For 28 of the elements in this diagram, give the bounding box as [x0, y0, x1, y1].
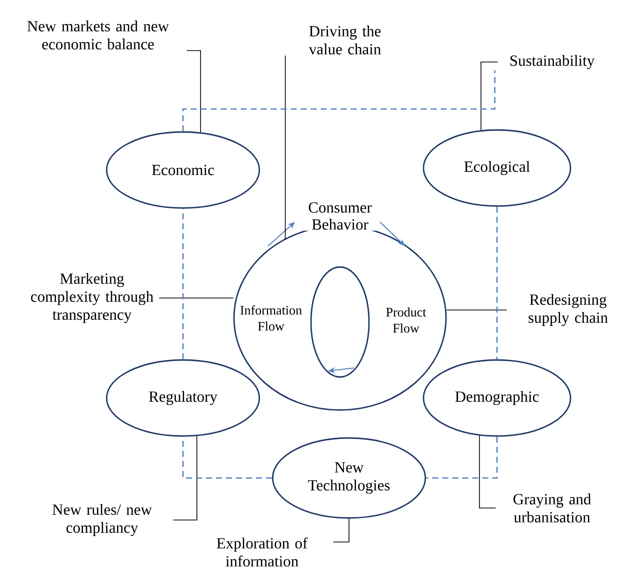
inner-ellipse: [310, 266, 370, 378]
leader-line: [284, 55, 286, 240]
ellipse-node: Economic: [106, 131, 260, 209]
flow-label: Information Flow: [237, 304, 305, 332]
annotation-text: Exploration of information: [216, 537, 308, 567]
annotation-text: Graying and urbanisation: [513, 494, 591, 522]
ellipse-node: New Technologies: [272, 437, 426, 519]
dashed-connector: [182, 436, 272, 479]
leader-line: [480, 62, 498, 131]
dashed-connector: [426, 436, 498, 479]
annotation-text: Driving the value chain: [308, 26, 381, 54]
leader-line: [479, 435, 496, 508]
ellipse-node: Regulatory: [106, 359, 260, 437]
annotation-text: Sustainability: [510, 54, 595, 70]
annotation-text: Redesigning supply chain: [528, 294, 608, 326]
leader-line: [332, 518, 350, 542]
flow-label: Product Flow: [375, 306, 437, 334]
flow-label: Consumer Behavior: [291, 201, 389, 231]
ellipse-node: Demographic: [422, 359, 572, 437]
ellipse-node: Ecological: [422, 129, 572, 207]
dashed-connector: [182, 70, 496, 132]
dashed-connector: [182, 208, 184, 360]
leader-line: [186, 50, 201, 133]
annotation-text: New markets and new economic balance: [27, 20, 169, 50]
annotation-text: New rules/ new compliancy: [52, 504, 152, 536]
dashed-connector: [496, 206, 498, 360]
annotation-text: Marketing complexity through transparency: [31, 272, 154, 324]
leader-line: [172, 436, 198, 520]
